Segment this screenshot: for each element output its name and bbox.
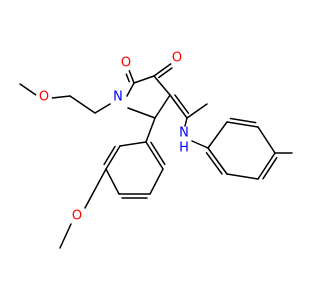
carbonyl-o-2-label: O	[121, 56, 131, 71]
bond-c2-o-second-line	[125, 73, 130, 83]
bonds-layer	[19, 62, 293, 249]
bond-c5-n1	[127, 107, 156, 119]
bond-ar-5	[149, 168, 164, 195]
bond-c2-n1	[126, 82, 135, 97]
bond-ar-6	[145, 141, 164, 170]
bond-nh-tolyl	[191, 140, 209, 149]
bond-tol-4	[257, 152, 276, 180]
bond-tol-3	[257, 126, 276, 154]
bond-tol-5	[226, 173, 259, 180]
bond-c4-cexo	[169, 94, 188, 119]
bond-o-methyl	[59, 223, 72, 249]
ring-n-bg	[110, 89, 126, 105]
bond-c5-aryl	[145, 117, 156, 143]
atom-labels-layer: O O N O O N H	[36, 50, 192, 224]
carbonyl-o-3-label: O	[172, 51, 182, 66]
enamine-n-bg	[176, 127, 192, 143]
bond-ch2-ch2	[69, 95, 96, 114]
methoxy-o-aryl-bg	[69, 208, 85, 224]
structure-diagram: O O N O O N H	[19, 50, 293, 249]
carbonyl-o-2-bg	[118, 55, 134, 71]
bond-tol-6-second-line	[205, 152, 223, 175]
bond-ar-6-second-line	[150, 141, 166, 166]
bond-c4-c5	[154, 94, 171, 119]
bond-ar-2	[105, 145, 121, 170]
carbonyl-o-3-bg	[169, 50, 185, 66]
bond-cexo-methyl	[186, 103, 208, 119]
ring-n-label: N	[113, 90, 123, 105]
enamine-h-label: H	[179, 141, 189, 156]
bond-ar-2-second-line	[103, 145, 116, 166]
enamine-n-label: N	[179, 126, 189, 141]
bond-c2-c3	[133, 75, 155, 84]
bond-c3-o-second-line	[158, 67, 173, 79]
bond-c3-o	[153, 62, 173, 77]
bond-tol-6	[207, 147, 228, 175]
ether-o-chain-label: O	[39, 90, 49, 105]
bond-ar-o	[84, 168, 107, 209]
bond-o-ch3	[19, 83, 37, 96]
bond-ar-3	[105, 168, 120, 195]
bond-c2-o	[128, 69, 135, 84]
bond-cexo-nh	[184, 117, 188, 127]
bond-c3-c4	[153, 75, 171, 96]
bond-tol-4-second-line	[262, 156, 278, 180]
bond-n1-ch2	[94, 103, 111, 114]
bond-c4-cexo-second-line	[174, 94, 190, 114]
bond-tol-2	[226, 121, 259, 128]
bond-ch2-o	[51, 95, 71, 99]
bond-tol-2-second-line	[229, 117, 257, 124]
ether-o-chain-bg	[36, 89, 52, 105]
methoxy-o-aryl-label: O	[72, 209, 82, 224]
bond-tol-1	[207, 121, 228, 149]
bond-ar-1	[119, 141, 147, 147]
